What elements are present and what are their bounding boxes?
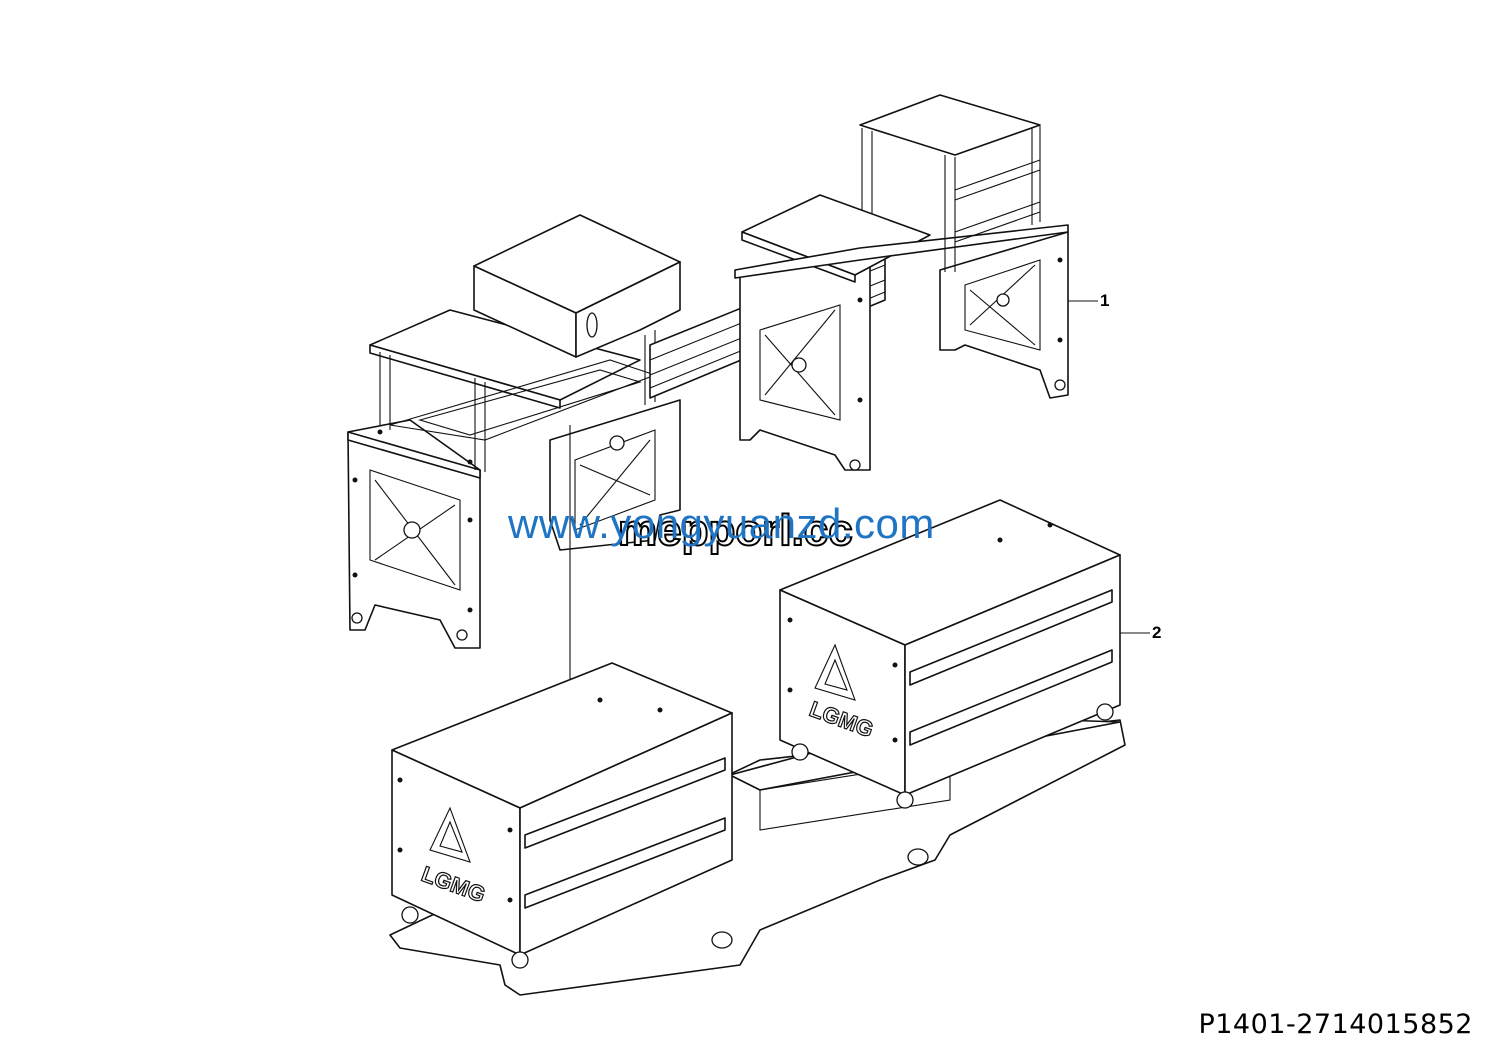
right-stand xyxy=(939,231,1069,399)
callout-2-label: 2 xyxy=(1152,623,1162,642)
left-stand xyxy=(347,419,481,649)
bolt-dots xyxy=(352,257,1063,903)
battery-module-left: LGMG xyxy=(391,662,733,969)
watermark-primary: www.yongyuanzd.com xyxy=(508,500,935,547)
right-middle-table xyxy=(734,194,1069,283)
left-top-table xyxy=(369,309,657,472)
part-number: P1401-2714015852 xyxy=(1198,1009,1473,1040)
upper-cage xyxy=(859,94,1041,272)
battery-module-right: LGMG xyxy=(779,499,1150,809)
lgmg-logo-left xyxy=(429,806,471,863)
watermark-secondary: mepporl.cc xyxy=(617,505,854,556)
top-enclosure-box xyxy=(473,214,681,358)
right-middle-stand xyxy=(739,244,871,471)
upper-frame-assembly xyxy=(347,94,1098,649)
callout-1-label: 1 xyxy=(1100,291,1110,310)
left-middle-stand xyxy=(549,399,681,551)
lgmg-logo-right xyxy=(814,643,856,701)
